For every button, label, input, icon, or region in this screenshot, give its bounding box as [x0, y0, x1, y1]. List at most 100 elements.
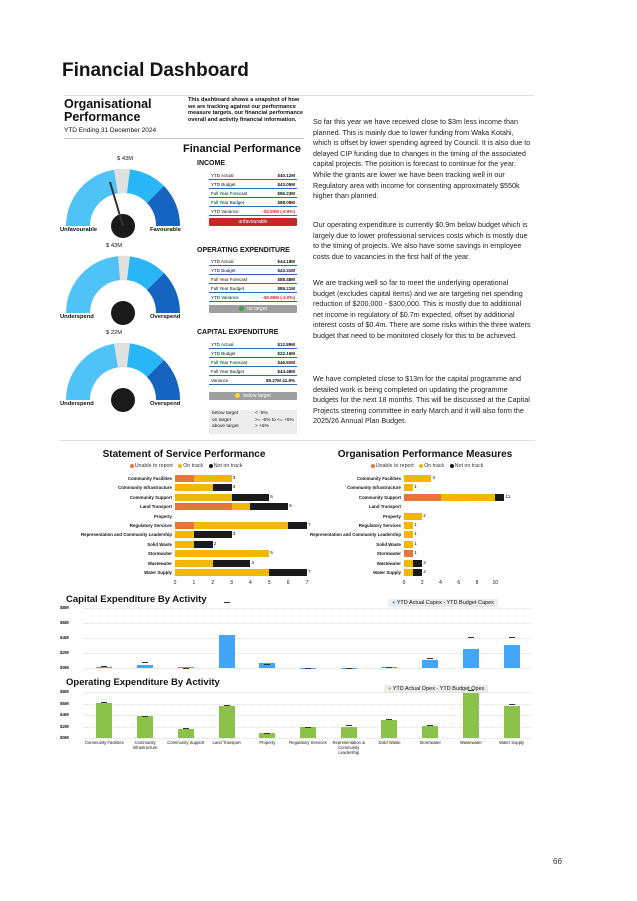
org-blurb: This dashboard shows a snapshot of how w…	[188, 97, 304, 123]
bar-total-label: 1	[414, 541, 417, 547]
opm-title: Organisation Performance Measures	[337, 449, 513, 460]
budget-marker	[427, 657, 434, 659]
x-tick-label: 8	[475, 580, 479, 587]
income-gauge-band	[114, 168, 130, 194]
bar-total-label: 1	[414, 523, 417, 528]
income-gauge-value: $ 43M	[117, 156, 134, 162]
variance-key: below target < -5% on target >= -5% to <…	[209, 410, 297, 434]
bar-actual	[340, 727, 357, 738]
budget-marker	[305, 668, 311, 669]
bar-segment	[404, 493, 441, 501]
x-tick-label: 4	[249, 580, 252, 587]
bar-segment	[404, 512, 423, 520]
bar-actual	[300, 727, 316, 738]
bar-total-label: 3	[232, 485, 236, 491]
bar-category-label: Representation and Community Leadership	[310, 532, 401, 538]
capex-table: YTD Actual$12.89M YTD Budget$22.16M Full…	[209, 341, 299, 386]
bar-actual	[381, 720, 398, 738]
bar-category-label: Community Infrastructure	[347, 485, 401, 491]
income-gauge-fill-1	[66, 169, 123, 226]
bar-segment	[175, 493, 232, 501]
bar-actual	[503, 644, 520, 668]
capex-activity-chart: $0M$2M$4M$6M$8M	[60, 602, 538, 674]
paragraph-budget: We are tracking well so far to meet the …	[313, 278, 531, 340]
bar-category-label: Land Transport	[140, 504, 172, 510]
legend-unable-dot	[370, 463, 375, 468]
gridline	[84, 692, 532, 693]
budget-marker	[223, 704, 230, 706]
bar-segment	[250, 503, 289, 511]
capex-activity-legend: ● YTD Actual Capex - YTD Budget Capex	[388, 599, 498, 607]
budget-marker	[345, 725, 352, 727]
table-row: YTD Actual$40.12M	[209, 173, 297, 180]
opex-gauge	[66, 255, 181, 325]
table-row: YTD Actual$12.89M	[209, 342, 297, 349]
bar-actual	[503, 706, 520, 738]
bar-category-label: Solid Waste	[376, 541, 401, 547]
bar-total-label: 3	[232, 476, 236, 481]
org-title-line2: Performance	[64, 110, 141, 124]
bar-actual	[462, 692, 479, 738]
budget-marker	[386, 719, 393, 721]
x-tick-label: 2	[420, 580, 424, 587]
y-tick-label: $6M	[60, 700, 69, 706]
income-gauge-right: Favourable	[150, 227, 181, 233]
bar-total-label: 3	[232, 532, 236, 538]
bar-category-label: Water Supply	[373, 570, 401, 575]
bar-total-label: 6	[289, 504, 292, 510]
bar-category-label: Stormwater	[147, 551, 172, 557]
table-row: YTD Variance-$2.93M (-6.8%)	[209, 209, 297, 216]
x-tick-label: 6	[457, 580, 461, 587]
opex-activity-legend: ● YTD Actual Opex - YTD Budget Opex	[384, 685, 489, 693]
org-subtitle: YTD Ending 31 December 2024	[64, 127, 157, 134]
bar-actual	[259, 733, 276, 738]
x-category-label: Community Facilities	[85, 740, 124, 745]
income-table: YTD Actual$40.12M YTD Budget$43.05M Full…	[209, 172, 299, 217]
bar-segment	[175, 569, 270, 576]
paragraph-income: So far this year we have received close …	[313, 117, 531, 201]
budget-marker	[101, 701, 108, 703]
bar-segment	[413, 569, 423, 576]
bar-actual	[218, 635, 235, 668]
bar-segment	[288, 522, 307, 529]
bar-total-label: 4	[251, 560, 255, 566]
bar-segment	[175, 522, 194, 529]
page-title: Financial Dashboard	[62, 60, 249, 81]
bar-actual	[96, 666, 113, 668]
gauges	[66, 168, 181, 412]
y-tick-label: $2M	[60, 723, 69, 729]
bar-segment	[175, 484, 213, 492]
table-row: Full Year Budget$44.48M	[209, 369, 297, 376]
bar-category-label: Property	[382, 513, 401, 519]
x-tick-label: 2	[211, 580, 215, 587]
table-row: YTD Budget$43.31M	[209, 268, 297, 275]
bar-total-label: 1	[414, 532, 417, 538]
bar-total-label: 11	[505, 494, 511, 500]
bar-actual	[422, 659, 439, 668]
org-title-line1: Organisational	[64, 97, 152, 111]
capex-gauge	[66, 342, 181, 412]
x-tick-label: 5	[267, 580, 271, 587]
opm-legend: Unable to report On track Not on track	[300, 463, 550, 469]
bar-category-label: Regulatory Services	[358, 523, 401, 528]
bar-segment	[175, 559, 213, 567]
bar-category-label: Wastewater	[147, 560, 172, 566]
paragraph-capital: We have completed close to $13m for the …	[313, 374, 530, 426]
bar-segment	[404, 522, 414, 529]
x-tick-label: 7	[305, 580, 309, 587]
legend-ontrack-dot	[178, 463, 183, 468]
income-gauge	[66, 168, 181, 238]
gridline	[84, 653, 532, 654]
org-title: Organisational Performance	[64, 98, 152, 124]
table-row: Full Year Budget$88.08M	[209, 200, 297, 207]
legend-unable-dot	[129, 463, 134, 468]
x-category-label: Stormwater	[419, 740, 441, 745]
gridline	[84, 638, 532, 639]
capex-status-badge: below target	[209, 392, 297, 400]
bar-total-label: 2	[213, 541, 217, 547]
bar-segment	[175, 475, 194, 482]
bar-category-label: Community Infrastructure	[118, 485, 172, 491]
budget-marker	[508, 636, 515, 638]
